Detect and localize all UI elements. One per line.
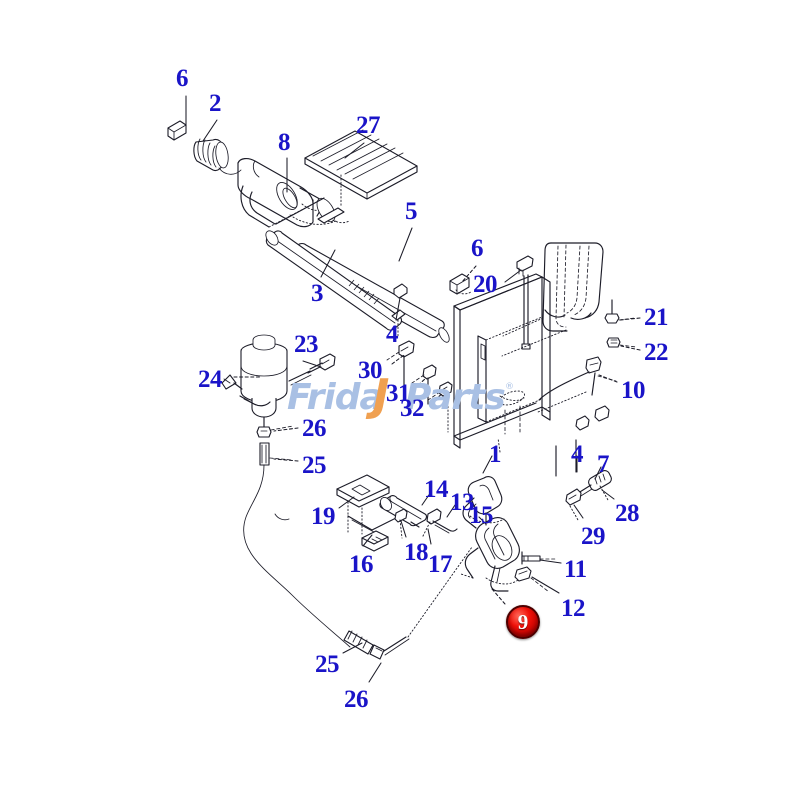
callout-label-16[interactable]: 16 (349, 551, 374, 578)
callout-label-25[interactable]: 25 (315, 651, 340, 678)
part-group-reservoir (221, 334, 473, 660)
part-group-pedal-shaft (237, 157, 350, 228)
callout-label-31[interactable]: 31 (386, 380, 411, 407)
callout-label-6[interactable]: 6 (176, 65, 189, 92)
part-group-rods (265, 230, 450, 343)
callout-label-13[interactable]: 13 (450, 489, 475, 516)
callout-label-27[interactable]: 27 (356, 112, 381, 139)
callout-label-17[interactable]: 17 (428, 551, 453, 578)
callout-label-1[interactable]: 1 (489, 441, 502, 468)
part-group-master-cylinder (460, 517, 557, 593)
callout-label-20[interactable]: 20 (473, 271, 498, 298)
callout-label-12[interactable]: 12 (561, 595, 586, 622)
callout-leader-lines (185, 95, 641, 683)
callout-label-14[interactable]: 14 (424, 476, 449, 503)
part-group-clevis-boot (167, 120, 242, 175)
callout-label-26[interactable]: 26 (302, 415, 327, 442)
callout-label-21[interactable]: 21 (644, 304, 669, 331)
callout-label-28[interactable]: 28 (615, 500, 640, 527)
callout-label-19[interactable]: 19 (311, 503, 336, 530)
callout-label-7[interactable]: 7 (597, 451, 610, 478)
callout-label-25[interactable]: 25 (302, 452, 327, 479)
part-group-linkage (336, 474, 505, 552)
callout-label-24[interactable]: 24 (198, 366, 223, 393)
callout-label-22[interactable]: 22 (644, 339, 669, 366)
callout-label-2[interactable]: 2 (209, 90, 222, 117)
callout-label-5[interactable]: 5 (405, 198, 418, 225)
callout-label-29[interactable]: 29 (581, 523, 606, 550)
callout-label-4[interactable]: 4 (386, 321, 399, 348)
callout-label-30[interactable]: 30 (358, 357, 383, 384)
callout-label-8[interactable]: 8 (278, 129, 291, 156)
callout-label-3[interactable]: 3 (311, 280, 324, 307)
part-group-bolts-30-32 (386, 340, 453, 433)
callout-label-18[interactable]: 18 (404, 539, 429, 566)
part-group-right-fasteners (537, 299, 637, 477)
callout-label-23[interactable]: 23 (294, 331, 319, 358)
part-group-pedal-pad (304, 129, 418, 208)
callout-label-10[interactable]: 10 (621, 377, 646, 404)
callout-label-15[interactable]: 15 (469, 502, 494, 529)
callout-label-6[interactable]: 6 (471, 235, 484, 262)
part-group-pedal-support (501, 242, 604, 357)
callout-label-26[interactable]: 26 (344, 686, 369, 713)
highlighted-part-badge-9[interactable]: 9 (506, 605, 540, 639)
part-group-bracket-plate (453, 273, 551, 453)
callout-label-32[interactable]: 32 (400, 395, 425, 422)
highlighted-part-number: 9 (517, 609, 529, 634)
part-group-right-bolts (565, 470, 612, 521)
callout-label-4[interactable]: 4 (571, 441, 584, 468)
callout-label-11[interactable]: 11 (564, 556, 587, 583)
